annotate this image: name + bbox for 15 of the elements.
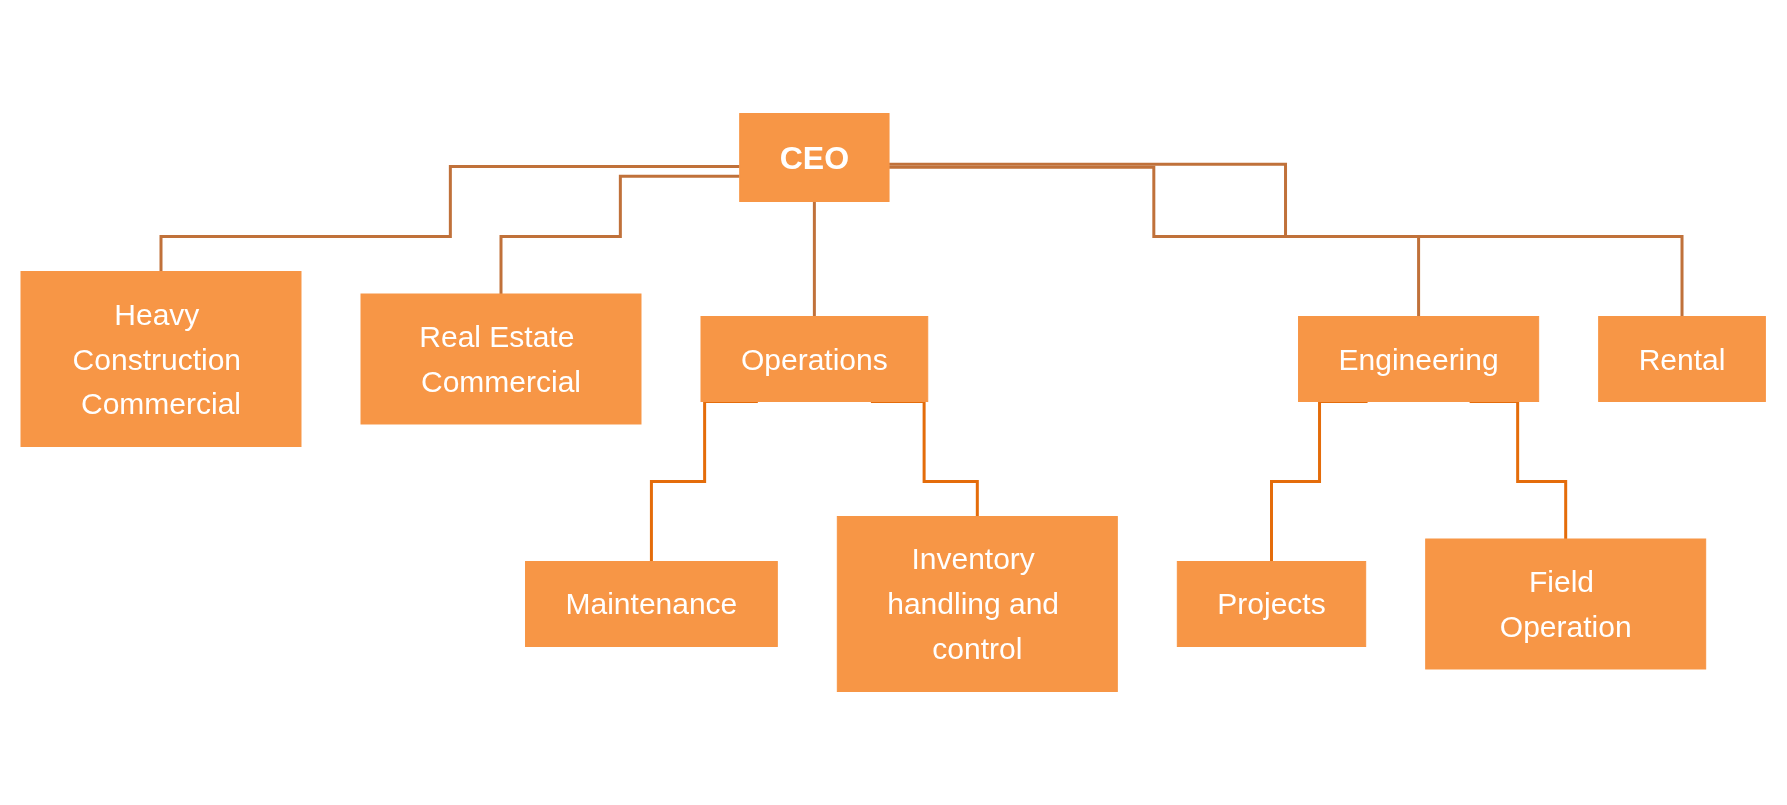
node-box: Heavy Construction Commercial — [20, 271, 302, 447]
node-box: Inventory handling and control — [837, 516, 1119, 692]
node-box: Projects — [1177, 561, 1367, 647]
node-box: Rental — [1598, 316, 1767, 402]
node-box: Engineering — [1298, 316, 1540, 402]
connector — [889, 165, 1421, 318]
node-box: Real Estate Commercial — [360, 293, 642, 425]
node-box: CEO — [739, 113, 890, 202]
connector — [159, 165, 740, 273]
connector — [889, 162, 1684, 318]
connector — [813, 200, 817, 318]
node-box: Maintenance — [525, 561, 779, 647]
node-box: Operations — [700, 316, 929, 402]
connector — [499, 174, 740, 296]
node-box: Field Operation — [1425, 538, 1707, 670]
